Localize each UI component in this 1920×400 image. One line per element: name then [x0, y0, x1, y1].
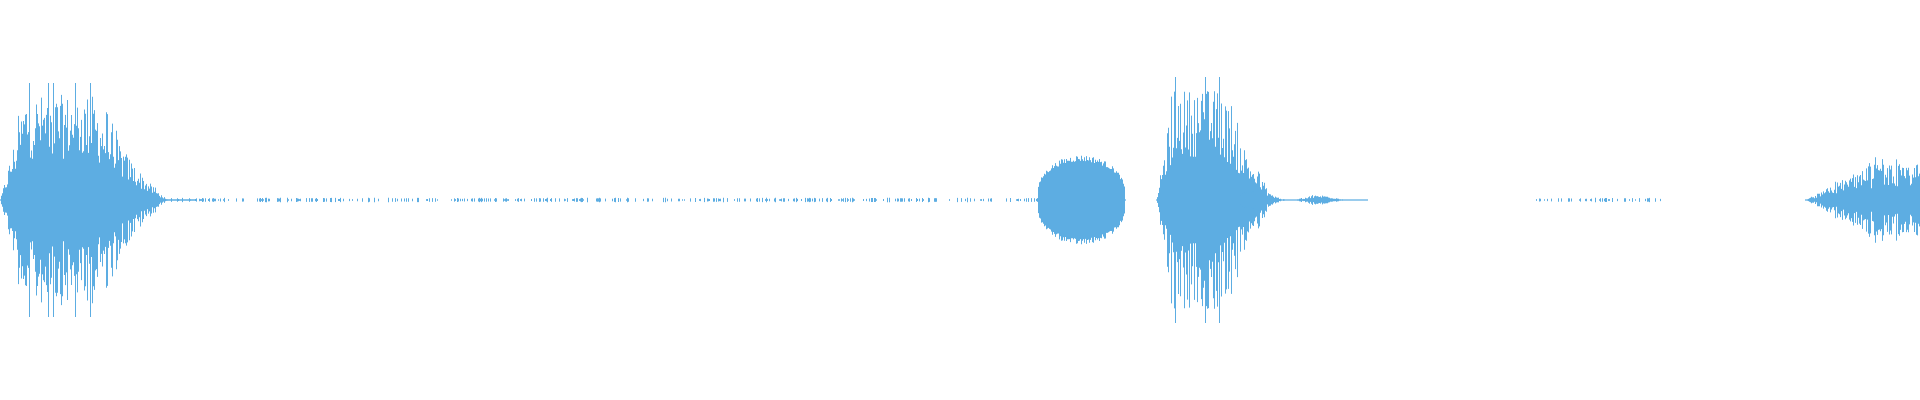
waveform-segment-tail-2	[1240, 187, 1368, 213]
waveform-trace-burst-1	[0, 83, 168, 317]
waveform-segment-tone-1	[1037, 155, 1126, 245]
waveform-trace-tone-1	[1037, 155, 1126, 245]
waveform-segment-burst-3	[1805, 156, 1920, 244]
waveform-trace-burst-3	[1805, 156, 1920, 244]
waveform-layer	[0, 77, 1920, 323]
waveform-trace-ticks-2	[1536, 197, 1661, 203]
waveform-segment-burst-1	[0, 83, 168, 317]
waveform-trace-tail-2	[1240, 187, 1368, 213]
waveform-segment-ticks-2	[1536, 197, 1661, 203]
